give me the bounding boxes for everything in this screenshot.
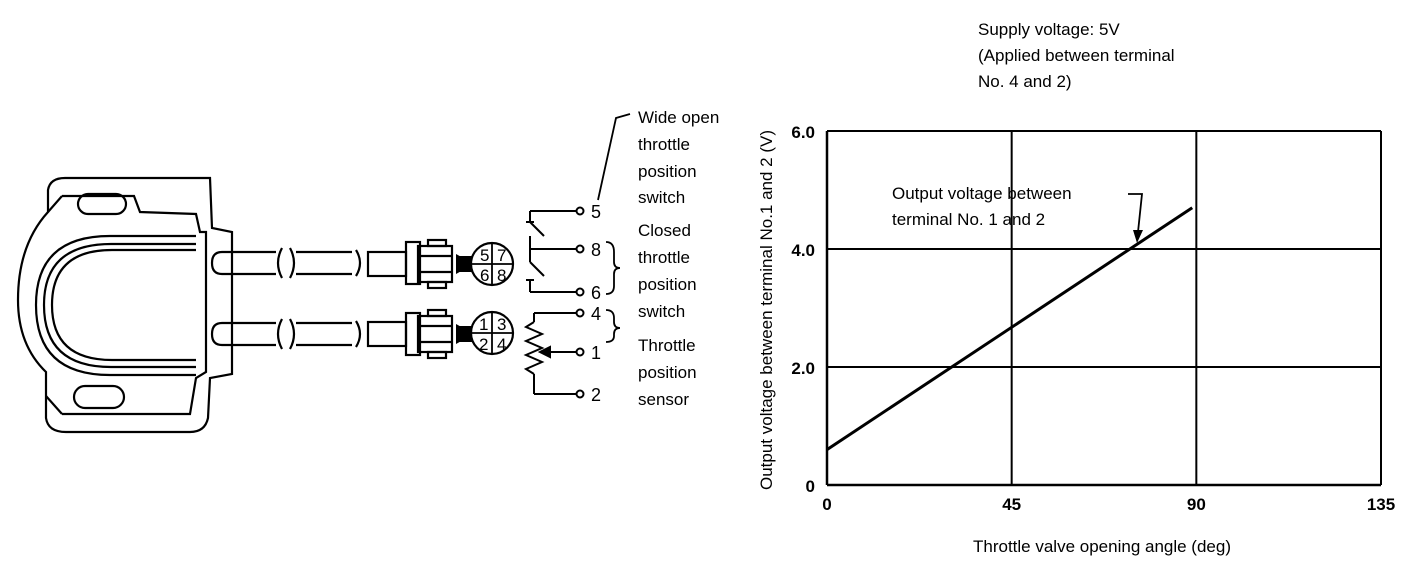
- supply-note-line-1: Supply voltage: 5V: [978, 20, 1120, 39]
- label-wide-open-1: Wide open: [638, 108, 719, 127]
- y-tick-label: 2.0: [791, 359, 815, 378]
- terminal-1: 1: [591, 343, 601, 363]
- label-closed-2: throttle: [638, 248, 690, 267]
- pin-1: 1: [479, 315, 488, 334]
- y-axis-label: Output voltage between terminal No.1 and…: [757, 130, 776, 490]
- x-axis-label: Throttle valve opening angle (deg): [973, 537, 1231, 556]
- throttle-sensor-body: [16, 176, 234, 434]
- x-tick-label: 0: [822, 495, 831, 514]
- upper-connector-face: 5 7 6 8: [456, 241, 515, 287]
- y-tick-label: 4.0: [791, 241, 815, 260]
- x-tick-label: 45: [1002, 495, 1021, 514]
- lower-connector-face: 1 3 2 4: [456, 310, 515, 356]
- label-braces: [597, 113, 631, 343]
- upper-harness: [210, 238, 454, 290]
- lower-harness: [210, 308, 454, 360]
- label-sensor-1: Throttle: [638, 336, 696, 355]
- supply-note-line-2: (Applied between terminal: [978, 46, 1175, 65]
- pin-7: 7: [497, 246, 506, 265]
- label-wide-open-3: position: [638, 162, 697, 181]
- pin-6: 6: [480, 266, 489, 285]
- annotation-line-1: Output voltage between: [892, 184, 1072, 203]
- y-tick-label: 6.0: [791, 123, 815, 142]
- label-closed-3: position: [638, 275, 697, 294]
- terminal-8: 8: [591, 240, 601, 260]
- pin-5: 5: [480, 246, 489, 265]
- potentiometer-schematic: [523, 308, 585, 399]
- terminal-6: 6: [591, 283, 601, 303]
- switch-schematic: [526, 206, 585, 297]
- label-closed-4: switch: [638, 302, 685, 321]
- terminal-5: 5: [591, 202, 601, 222]
- supply-note-line-3: No. 4 and 2): [978, 72, 1072, 91]
- series-line: [826, 206, 1194, 451]
- label-sensor-2: position: [638, 363, 697, 382]
- label-wide-open-2: throttle: [638, 135, 690, 154]
- annotation-arrowhead: [1133, 230, 1143, 243]
- x-tick-label: 135: [1367, 495, 1395, 514]
- label-sensor-3: sensor: [638, 390, 689, 409]
- label-closed-1: Closed: [638, 221, 691, 240]
- annotation-leader: [1128, 193, 1143, 233]
- terminal-4: 4: [591, 304, 601, 324]
- pin-2: 2: [479, 335, 488, 354]
- y-tick-label: 0: [806, 477, 815, 496]
- pin-8: 8: [497, 266, 506, 285]
- pin-3: 3: [497, 315, 506, 334]
- pin-4: 4: [497, 335, 506, 354]
- terminal-2: 2: [591, 385, 601, 405]
- label-wide-open-4: switch: [638, 188, 685, 207]
- annotation-line-2: terminal No. 1 and 2: [892, 210, 1045, 229]
- x-tick-label: 90: [1187, 495, 1206, 514]
